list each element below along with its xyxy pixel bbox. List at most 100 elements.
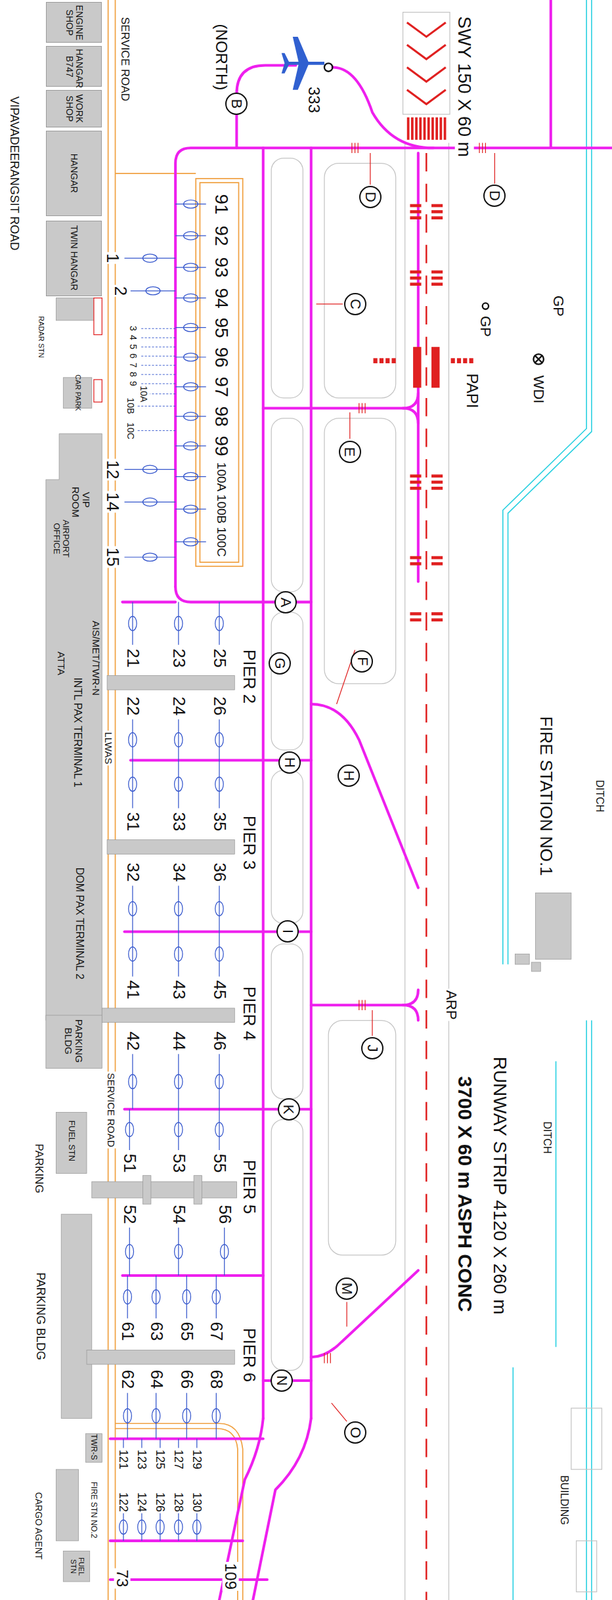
taxiway <box>403 1004 419 1020</box>
map-label: 61 <box>118 1320 137 1343</box>
stand-marking <box>215 1074 224 1089</box>
threshold-bar <box>435 117 438 140</box>
map-label: PIER 4 <box>239 984 258 1042</box>
taxiway <box>403 407 419 423</box>
taxiway-letter: F <box>354 656 370 666</box>
map-label: 66 <box>177 1368 196 1391</box>
threshold-bar <box>418 117 422 140</box>
building <box>531 961 541 972</box>
stand-line <box>175 203 207 205</box>
map-label: 10B <box>125 396 136 416</box>
map-label: 63 <box>147 1320 165 1343</box>
taxiway <box>122 1273 263 1277</box>
taxiway-circle: I <box>276 919 299 943</box>
map-label: 31 <box>123 810 142 832</box>
taxiway-circle: O <box>344 1420 367 1444</box>
stand-marking <box>183 263 199 272</box>
grass-island <box>571 1407 603 1469</box>
threshold-bar <box>439 117 442 140</box>
building-name: HANGAR <box>68 133 79 215</box>
stand-marking <box>128 946 137 962</box>
holding-mark <box>354 143 356 154</box>
stand-marking <box>125 1122 134 1137</box>
stand-line <box>216 1392 217 1439</box>
stand-line <box>218 1053 220 1110</box>
taxiway-letter: G <box>272 657 287 669</box>
taxiway-letter: M <box>339 1282 354 1295</box>
map-label: 32 <box>123 861 142 884</box>
stand-line <box>175 386 207 387</box>
holding-mark <box>357 143 359 154</box>
stand-marking <box>174 776 183 792</box>
stand-line <box>186 1392 188 1439</box>
stand-line <box>186 1275 188 1318</box>
map-label: 68 <box>207 1368 226 1391</box>
grass-island <box>271 612 303 750</box>
stand-line <box>155 1392 157 1439</box>
stand-marking <box>156 1519 165 1534</box>
map-label: VIP ROOM <box>70 485 92 515</box>
leader-line <box>369 153 371 185</box>
touchdown-bar <box>431 270 443 274</box>
holding-mark <box>358 1000 360 1011</box>
stand-marking <box>137 1519 146 1534</box>
stand-marking <box>183 441 199 450</box>
pier <box>193 1175 202 1205</box>
taxiway-letter: C <box>348 298 363 310</box>
map-label: 36 <box>210 861 228 884</box>
stand-marking <box>151 1408 160 1423</box>
map-label: 73 <box>114 1568 131 1589</box>
stand-line <box>124 501 176 503</box>
hangar-outline <box>93 298 102 402</box>
map-label: 62 <box>118 1368 137 1391</box>
stand-line <box>216 1275 217 1318</box>
map-label: 3700 X 60 m ASPH CONC <box>455 1074 477 1313</box>
stand-marking <box>145 286 161 295</box>
pier <box>86 1349 235 1364</box>
taxiway-letter: D <box>363 191 378 203</box>
grass-island <box>271 943 303 1099</box>
taxiway <box>549 0 553 148</box>
stand-marking <box>182 1408 191 1423</box>
map-label: 54 <box>169 1202 188 1225</box>
stand-marking <box>174 1074 183 1089</box>
map-label: GP <box>478 314 494 339</box>
map-label: 123 <box>135 1447 148 1471</box>
stand-line <box>218 759 220 808</box>
map-label: SERVICE ROAD <box>118 15 131 103</box>
grass-island <box>271 418 303 592</box>
stand-line <box>175 235 207 236</box>
pier <box>101 1007 235 1023</box>
leader-line <box>316 153 496 1421</box>
stand-marking <box>128 1074 137 1089</box>
stopway-chevron <box>407 67 446 83</box>
map-label: 10C <box>125 420 136 441</box>
touchdown-bar <box>409 480 421 484</box>
stand-line <box>218 602 220 645</box>
stopway-chevron <box>407 22 446 37</box>
map-label: ATTA <box>55 650 67 677</box>
holding-mark <box>361 403 363 414</box>
ditch <box>502 0 587 964</box>
ditch <box>502 0 592 1600</box>
stand-line <box>177 719 179 760</box>
stand-marking <box>128 615 137 631</box>
papi-light <box>391 357 396 364</box>
taxiway <box>311 1269 419 1357</box>
map-label: 3 <box>128 324 139 333</box>
taxiway-circle: H <box>337 764 360 787</box>
aircraft-symbol <box>281 53 290 74</box>
building <box>535 892 572 959</box>
holding-mark <box>364 1000 366 1011</box>
taxiway <box>219 1417 264 1600</box>
grass-island <box>403 12 450 115</box>
runway-centerline <box>425 153 427 1600</box>
stand-marking <box>215 946 224 962</box>
stand-marking <box>142 497 157 506</box>
pier <box>86 675 237 1364</box>
holding-mark <box>485 143 486 154</box>
touchdown-bar <box>431 612 443 616</box>
map-label: 35 <box>210 810 228 832</box>
